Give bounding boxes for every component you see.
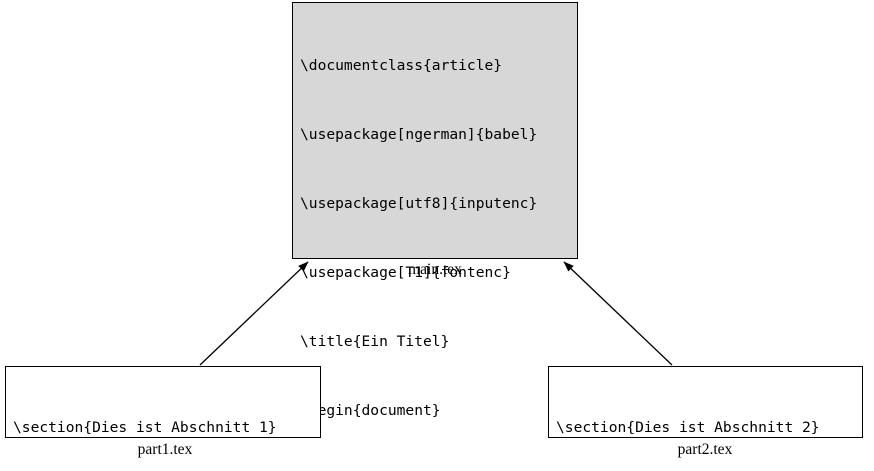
code-line: \title{Ein Titel}	[300, 333, 450, 350]
code-line: \begin{document}	[300, 402, 441, 419]
caption-part1-tex: part1.tex	[137, 441, 193, 458]
code-line: \usepackage[T1]{fontenc}	[300, 264, 511, 281]
code-line: \usepackage[ngerman]{babel}	[300, 126, 538, 143]
code-line: \section{Dies ist Abschnitt 1}	[13, 419, 277, 436]
code-line: \usepackage[utf8]{inputenc}	[300, 195, 538, 212]
arrow-part1-to-main	[199, 261, 309, 366]
code-line: \section{Dies ist Abschnitt 2}	[556, 419, 820, 436]
arrow-part2-to-main	[563, 261, 673, 366]
code-box-main-tex: \documentclass{article} \usepackage[nger…	[292, 2, 578, 419]
caption-part2-tex: part2.tex	[677, 441, 733, 458]
code-box-part2-tex: \section{Dies ist Abschnitt 2} Hier ein …	[548, 366, 863, 438]
caption-main-tex: main.tex	[408, 261, 462, 278]
code-line: \documentclass{article}	[300, 57, 503, 74]
code-box-part1-tex: \section{Dies ist Abschnitt 1} Hier ein …	[5, 366, 321, 438]
